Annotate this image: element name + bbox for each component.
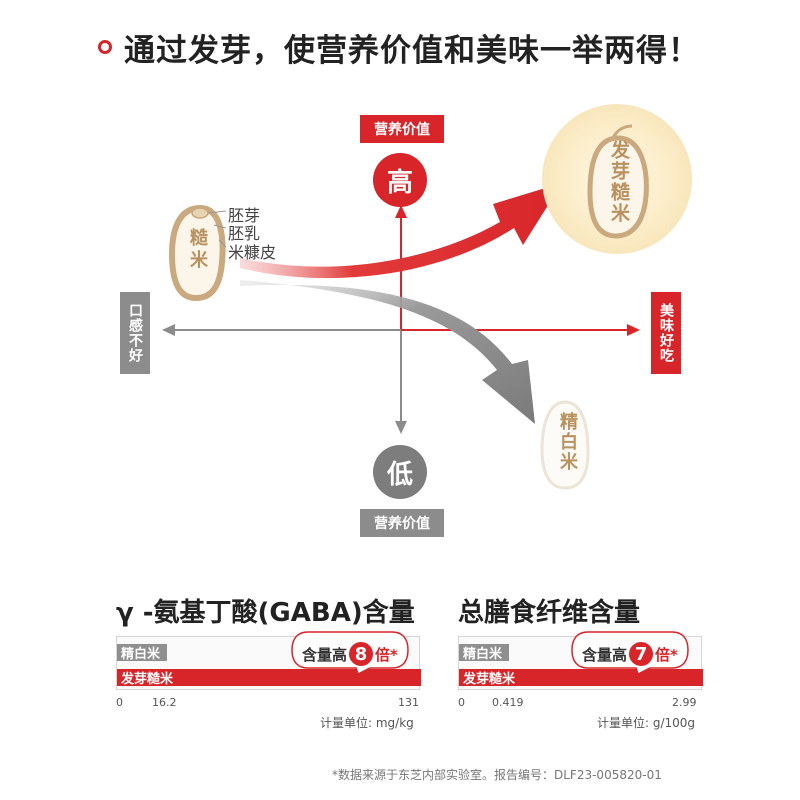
germ-icon bbox=[191, 207, 209, 219]
axis-arrow-top-icon bbox=[395, 205, 407, 218]
gaba-tick-white: 16.2 bbox=[152, 696, 177, 709]
axis-label-nutrition-top: 营养价值 bbox=[360, 115, 444, 143]
footnote: *数据来源于东芝内部实验室。报告编号：DLF23-005820-01 bbox=[332, 768, 662, 782]
level-high-badge: 高 bbox=[373, 153, 427, 207]
axis-arrow-left-icon bbox=[162, 324, 175, 336]
level-low-badge: 低 bbox=[373, 445, 427, 499]
fiber-unit: 计量单位: g/100g bbox=[597, 716, 696, 730]
white-rice-grain-icon bbox=[540, 400, 590, 490]
part-label-bran: 米糠皮 bbox=[228, 243, 277, 262]
part-label-endosperm: 胚乳 bbox=[228, 224, 261, 243]
bubble-multiple: 8 bbox=[349, 642, 374, 666]
leader-line bbox=[213, 224, 227, 229]
gaba-bar-white-rice: 精白米 bbox=[117, 644, 167, 662]
fiber-bar-sprouted-rice: 发芽糙米 bbox=[459, 669, 703, 687]
bubble-suffix: 倍* bbox=[655, 645, 678, 664]
brown-rice-label: 糙米 bbox=[187, 228, 208, 272]
gaba-tick-max: 131 bbox=[398, 696, 419, 709]
fiber-tick-white: 0.419 bbox=[492, 696, 524, 709]
gaba-tick-0: 0 bbox=[116, 696, 123, 709]
axis-label-tasty: 美味好吃 bbox=[651, 292, 681, 374]
headline-bullet-icon bbox=[98, 40, 112, 54]
fiber-bar-white-rice: 精白米 bbox=[459, 644, 509, 662]
headline: 通过发芽，使营养价值和美味一举两得！ bbox=[98, 22, 700, 72]
axis-arrow-bottom-icon bbox=[395, 421, 407, 434]
fiber-tick-max: 2.99 bbox=[672, 696, 697, 709]
axis-arrow-right-icon bbox=[627, 324, 640, 336]
gaba-panel-title: γ -氨基丁酸(GABA)含量 bbox=[116, 598, 415, 628]
gaba-unit: 计量单位: mg/kg bbox=[320, 716, 414, 730]
fiber-tick-0: 0 bbox=[458, 696, 465, 709]
part-label-germ: 胚芽 bbox=[228, 206, 261, 225]
axis-label-poor-taste: 口感不好 bbox=[120, 292, 150, 374]
headline-text: 通过发芽，使营养价值和美味一举两得！ bbox=[124, 32, 700, 69]
fiber-panel-title: 总膳食纤维含量 bbox=[458, 598, 641, 628]
sprouted-rice-grain-svg bbox=[587, 124, 649, 239]
brown-rice-grain-icon bbox=[168, 204, 226, 302]
improvement-arrow-icon bbox=[240, 183, 562, 279]
sprout-icon bbox=[610, 124, 633, 141]
bubble-suffix: 倍* bbox=[375, 645, 398, 664]
gaba-bubble: 含量高 8 倍* bbox=[302, 641, 398, 667]
sprouted-rice-label: 发芽糙米 bbox=[608, 140, 630, 224]
sprouted-rice-grain-icon bbox=[587, 135, 649, 239]
leader-line bbox=[207, 210, 227, 214]
quadrant-diagram bbox=[162, 183, 640, 490]
bubble-prefix: 含量高 bbox=[582, 645, 628, 664]
bubble-prefix: 含量高 bbox=[302, 645, 348, 664]
gaba-bar-sprouted-rice: 发芽糙米 bbox=[117, 669, 421, 687]
leader-line bbox=[218, 239, 227, 248]
axis-label-nutrition-bottom: 营养价值 bbox=[360, 509, 444, 537]
white-rice-label: 精白米 bbox=[557, 412, 578, 472]
polishing-arrow-icon bbox=[240, 280, 535, 424]
bubble-multiple: 7 bbox=[629, 642, 654, 666]
fiber-bubble: 含量高 7 倍* bbox=[582, 641, 678, 667]
